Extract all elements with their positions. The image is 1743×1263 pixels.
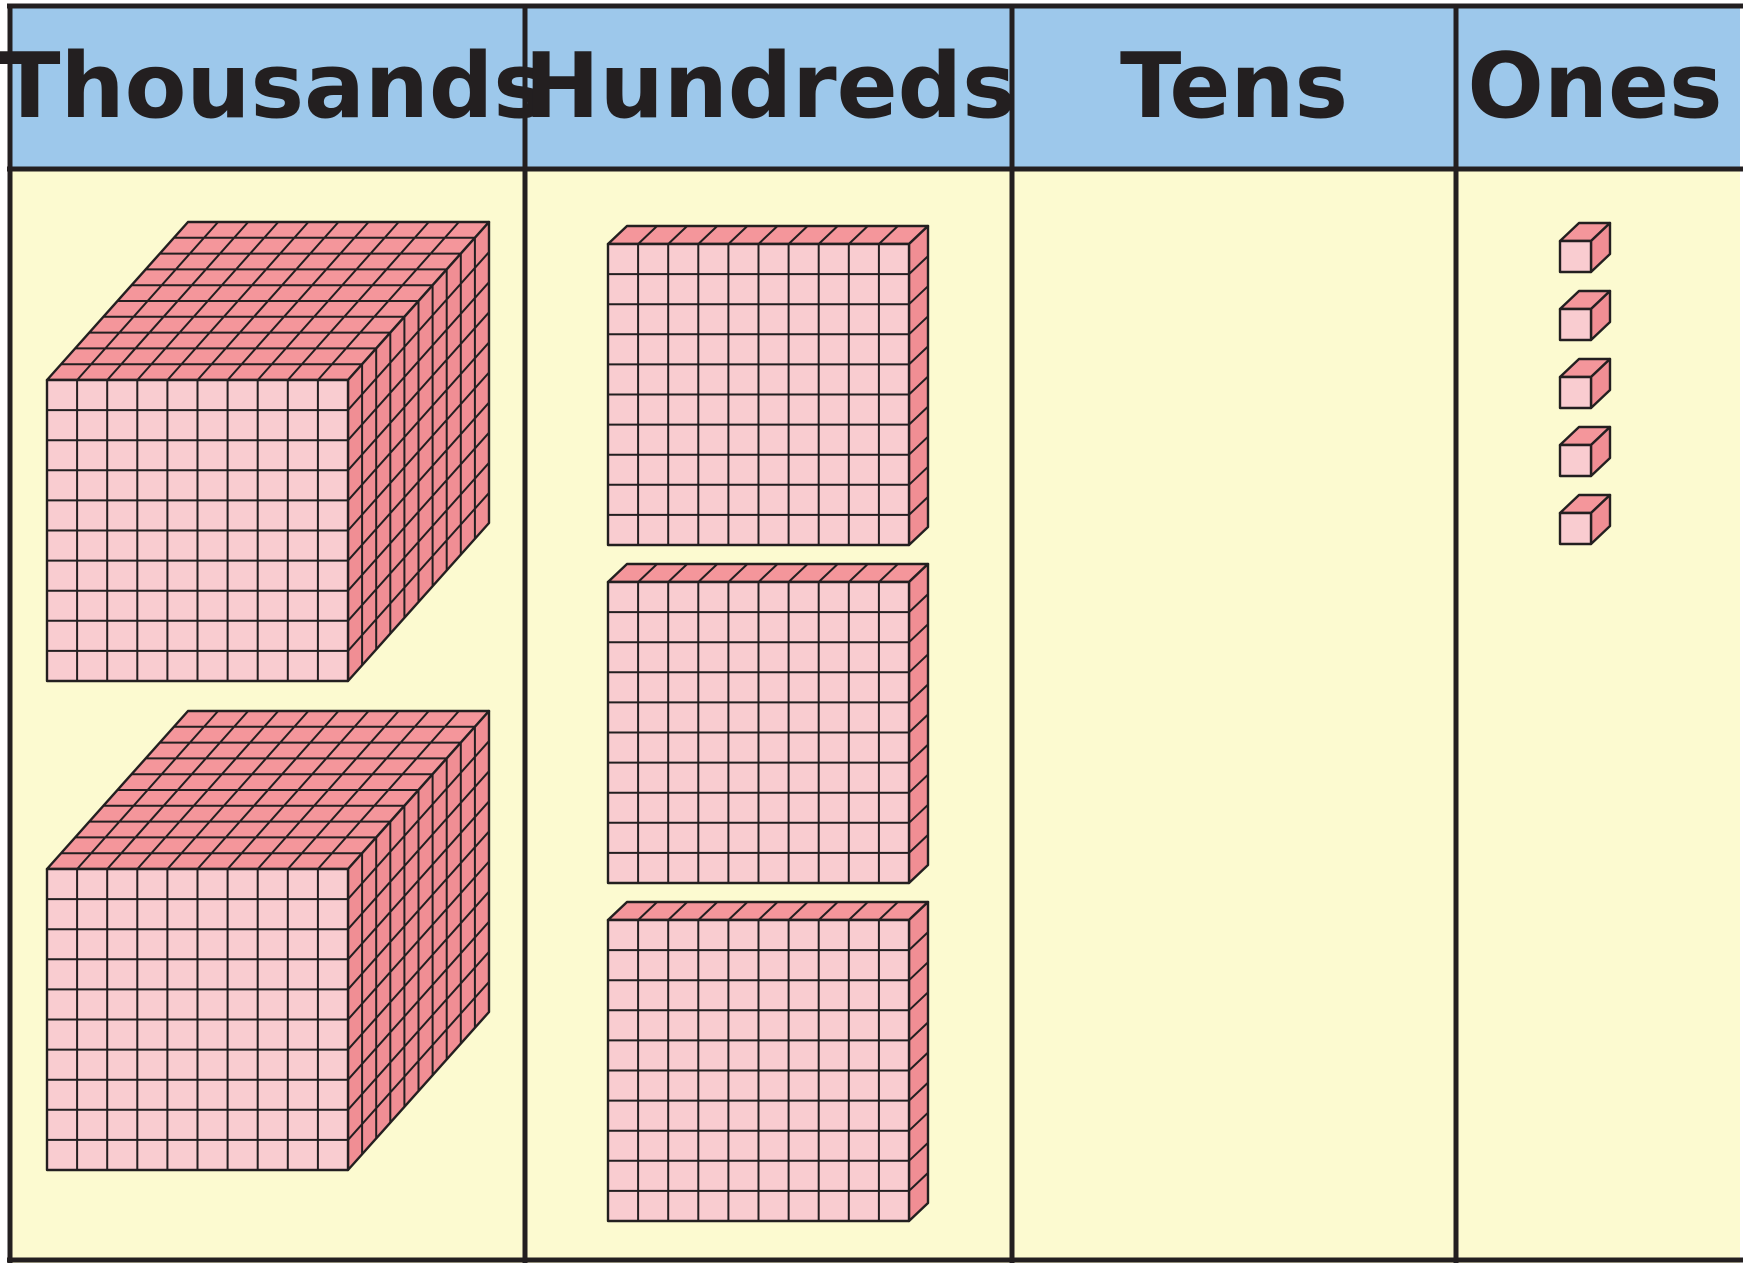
ones-unit-1-front-face [1560, 241, 1591, 272]
hundreds-flat-1 [608, 226, 928, 545]
ones-unit-5-front-face [1560, 513, 1591, 544]
header-ones: Ones [1467, 34, 1722, 139]
hundreds-flat-2 [608, 564, 928, 883]
header-hundreds: Hundreds [524, 34, 1015, 139]
ones-unit-2-front-face [1560, 309, 1591, 340]
ones-unit-3-front-face [1560, 377, 1591, 408]
ones-unit-4-front-face [1560, 445, 1591, 476]
hundreds-blocks [608, 226, 928, 1221]
hundreds-flat-3 [608, 902, 928, 1221]
header-tens: Tens [1120, 34, 1348, 139]
header-thousands: Thousands [0, 34, 547, 139]
